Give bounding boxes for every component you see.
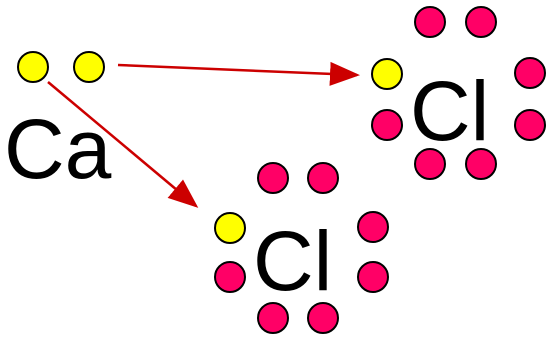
transferred-electron bbox=[371, 58, 403, 90]
chlorine-electron bbox=[371, 109, 403, 141]
chlorine-electron bbox=[257, 302, 289, 334]
calcium-electron bbox=[73, 51, 105, 83]
chlorine-electron bbox=[414, 6, 446, 38]
calcium-atom: Ca bbox=[4, 51, 112, 196]
chlorine-electron bbox=[514, 57, 546, 89]
chlorine-atom-top: Cl bbox=[371, 6, 546, 180]
chlorine-electron bbox=[414, 148, 446, 180]
chlorine-electron bbox=[465, 148, 497, 180]
calcium-electron bbox=[17, 51, 49, 83]
calcium-symbol: Ca bbox=[4, 102, 112, 196]
chlorine-atom-bottom: Cl bbox=[214, 162, 389, 334]
chlorine-electron bbox=[357, 211, 389, 243]
chlorine-electron bbox=[307, 162, 339, 194]
chlorine-symbol: Cl bbox=[410, 64, 489, 158]
electron-transfer-arrow bbox=[117, 61, 360, 86]
chlorine-electron bbox=[214, 261, 246, 293]
chlorine-electron bbox=[307, 302, 339, 334]
chlorine-electron bbox=[357, 261, 389, 293]
chlorine-electron bbox=[465, 6, 497, 38]
chlorine-electron bbox=[257, 162, 289, 194]
electron-transfer-arrow bbox=[47, 81, 199, 208]
chlorine-symbol: Cl bbox=[253, 214, 332, 308]
chlorine-electron bbox=[514, 109, 546, 141]
transferred-electron bbox=[214, 212, 246, 244]
